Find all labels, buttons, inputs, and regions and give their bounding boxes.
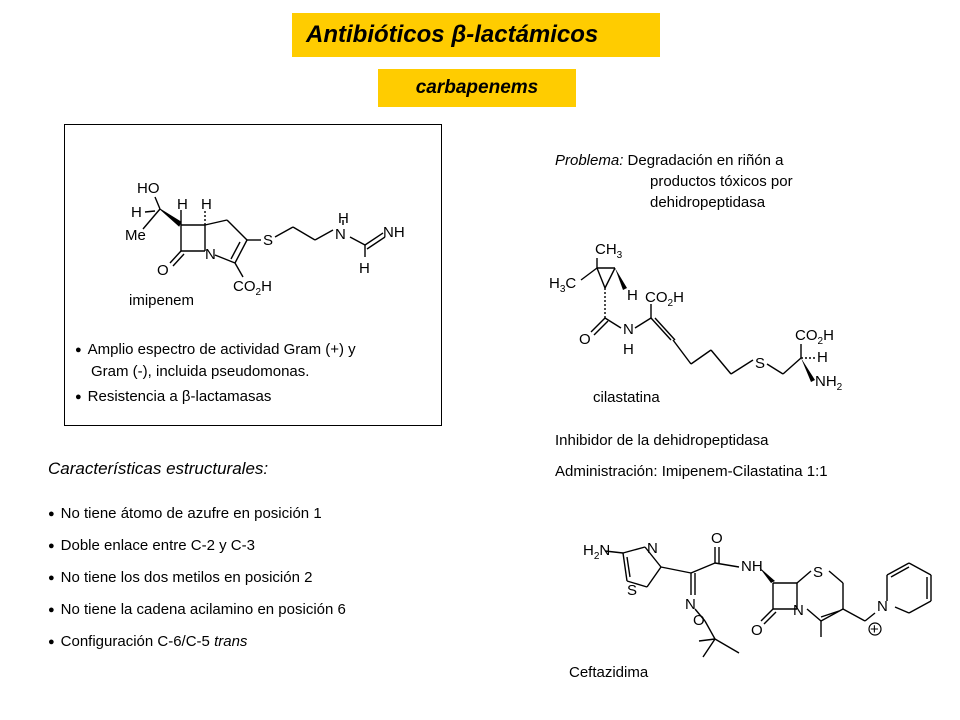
h-label: H — [131, 204, 142, 221]
bullet-icon: ● — [48, 604, 55, 616]
inhibitor-text: Inhibidor de la dehidropeptidasa — [555, 432, 769, 449]
property-item: ●Resistencia a β-lactamasas — [75, 388, 272, 405]
o-label: O — [157, 262, 169, 279]
ceftazidima-structure: H2N N S O NH N O S N O N + Ceftazidima — [569, 530, 932, 681]
co2h-label: CO2H — [233, 278, 272, 298]
bullet-icon: ● — [48, 508, 55, 520]
property-item: Gram (-), incluida pseudomonas. — [91, 363, 310, 380]
admin-text: Administración: Imipenem-Cilastatina 1:1 — [555, 463, 828, 480]
n-label: N — [647, 540, 658, 557]
characteristics-list: ●No tiene átomo de azufre en posición 1 … — [48, 498, 346, 658]
imipenem-structure: HO H Me O H H N S CO2H H N NH H imipenem — [125, 180, 405, 309]
bullet-icon: ● — [48, 540, 55, 552]
imipenem-panel: HO H Me O H H N S CO2H H N NH H imipenem… — [64, 124, 442, 426]
o-label: O — [693, 612, 705, 629]
h3c-label: H3C — [549, 275, 576, 295]
bullet-icon: ● — [48, 636, 55, 648]
h2n-label: H2N — [583, 542, 610, 562]
property-item: ●Amplio espectro de actividad Gram (+) y — [75, 341, 356, 358]
characteristic-item: ●No tiene los dos metilos en posición 2 — [48, 569, 313, 586]
h-label: H — [359, 260, 370, 277]
s-label: S — [813, 564, 823, 581]
imipenem-properties: ●Amplio espectro de actividad Gram (+) y… — [75, 339, 440, 408]
s-label: S — [755, 355, 765, 372]
plus-charge: + — [870, 621, 879, 638]
h-label: H — [201, 196, 212, 213]
n-label: N — [877, 598, 888, 615]
characteristic-item: ●No tiene la cadena acilamino en posició… — [48, 601, 346, 618]
ceftazidima-name: Ceftazidima — [569, 664, 649, 681]
problem-text: Problema: Degradación en riñón a product… — [555, 152, 793, 211]
main-title: Antibióticos β-lactámicos — [292, 13, 660, 57]
n-label: N — [335, 226, 346, 243]
bullet-icon: ● — [75, 344, 82, 356]
cilastatina-name: cilastatina — [593, 389, 660, 406]
bullet-icon: ● — [48, 572, 55, 584]
problem-label: Problema: — [555, 152, 624, 169]
cilastatina-structure: CH3 H3C H CO2H O N H S CO2H H NH2 cilast… — [549, 241, 843, 406]
o-label: O — [751, 622, 763, 639]
co2h-label: CO2H — [645, 289, 684, 309]
n-label: N — [793, 602, 804, 619]
s-label: S — [627, 582, 637, 599]
s-label: S — [263, 232, 273, 249]
n-label: N — [205, 246, 216, 263]
subtitle: carbapenems — [378, 69, 576, 107]
characteristic-item: ●Doble enlace entre C-2 y C-3 — [48, 537, 255, 554]
characteristic-item: ●Configuración C-6/C-5 trans — [48, 633, 248, 650]
h-label: H — [338, 210, 349, 227]
h-label: H — [627, 287, 638, 304]
o-label: O — [711, 530, 723, 547]
n-label: N — [623, 321, 634, 338]
h-label: H — [817, 349, 828, 366]
ho-label: HO — [137, 180, 160, 197]
bullet-icon: ● — [75, 391, 82, 403]
nh-label: NH — [383, 224, 405, 241]
characteristics-title: Características estructurales: — [48, 459, 269, 478]
nh-label: NH — [741, 558, 763, 575]
ch3-label: CH3 — [595, 241, 623, 261]
co2h-label: CO2H — [795, 327, 834, 347]
n-label: N — [685, 596, 696, 613]
imipenem-name: imipenem — [129, 292, 194, 309]
h-label: H — [177, 196, 188, 213]
nh2-label: NH2 — [815, 373, 843, 393]
me-label: Me — [125, 227, 146, 244]
h-label: H — [623, 341, 634, 358]
characteristic-item: ●No tiene átomo de azufre en posición 1 — [48, 505, 322, 522]
o-label: O — [579, 331, 591, 348]
